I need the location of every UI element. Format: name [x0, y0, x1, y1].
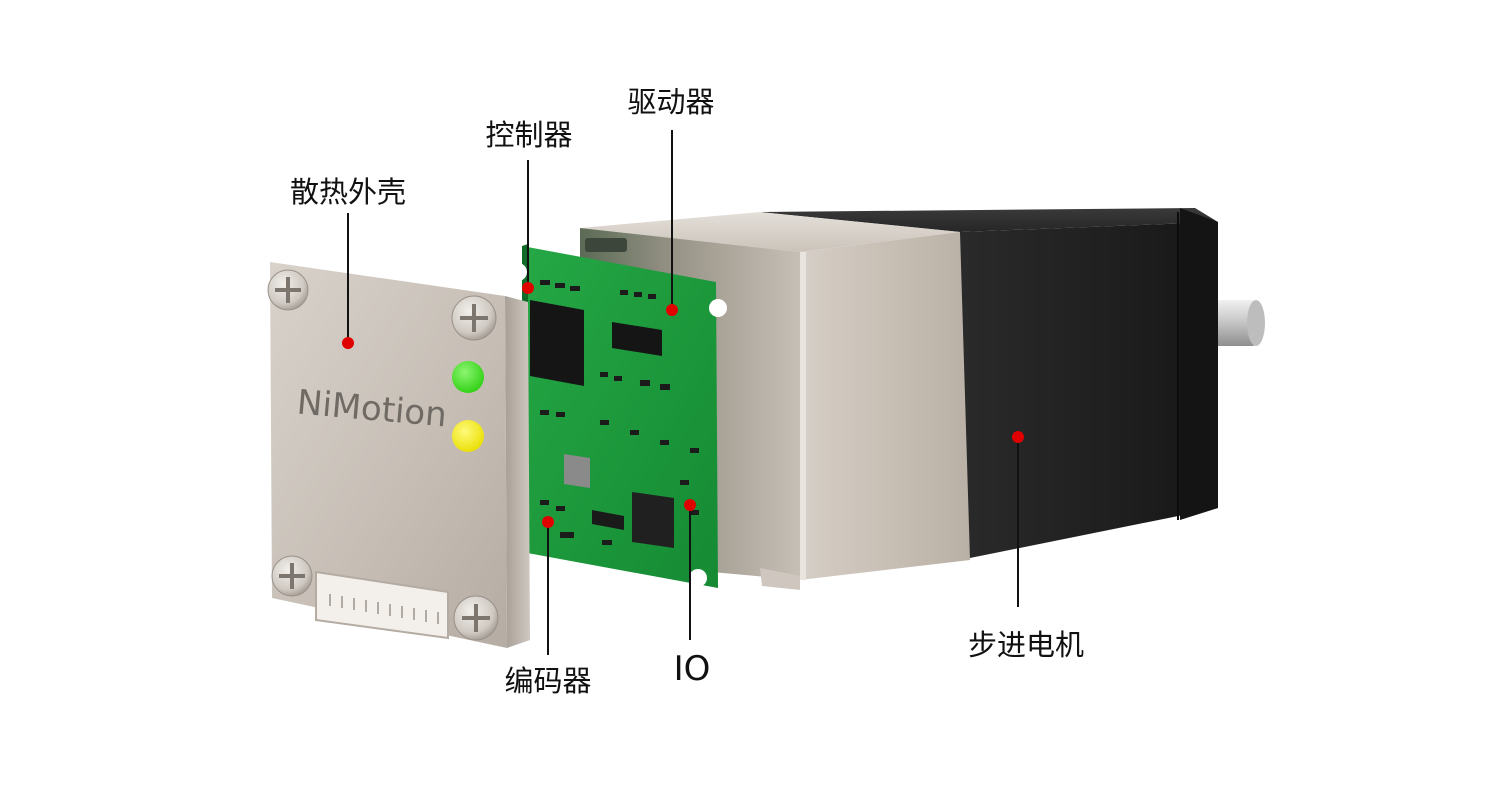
circuit-board: [509, 244, 727, 588]
leader-lines: [347, 130, 1019, 655]
callout-dot-driver: [666, 304, 678, 316]
callout-label-driver: 驱动器: [627, 85, 715, 119]
screw-icon: [267, 269, 309, 311]
stepper-motor-body: [760, 208, 1218, 560]
screw-icon: [453, 595, 499, 641]
callout-label-encoder: 编码器: [504, 664, 592, 698]
callout-dot-controller: [522, 282, 534, 294]
callout-dots: [342, 282, 1024, 528]
screw-icon: [271, 555, 313, 597]
callout-label-io: IO: [673, 649, 711, 689]
callout-dot-encoder: [542, 516, 554, 528]
yellow-led-icon: [452, 420, 484, 452]
callout-label-stepper-motor: 步进电机: [967, 628, 1085, 662]
callout-dot-heatsink-shell: [342, 337, 354, 349]
callout-dot-stepper-motor: [1012, 431, 1024, 443]
heatsink-shell-plate: [270, 262, 530, 648]
callout-label-controller: 控制器: [485, 118, 573, 152]
callout-dot-io: [684, 499, 696, 511]
green-led-icon: [452, 361, 484, 393]
callout-label-heatsink-shell: 散热外壳: [289, 175, 407, 209]
screw-icon: [451, 295, 497, 341]
